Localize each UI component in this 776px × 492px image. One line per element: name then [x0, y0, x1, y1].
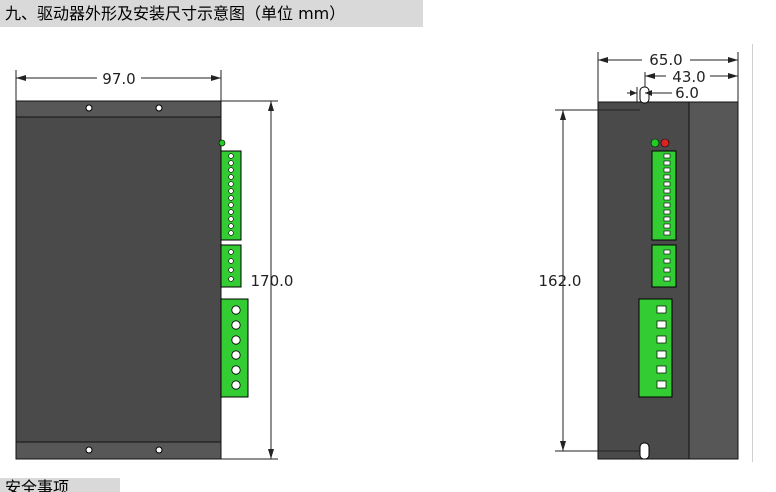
front-width-label: 97.0	[102, 70, 135, 88]
alarm-led	[660, 138, 670, 148]
power-led	[650, 138, 660, 148]
encoder-connector	[220, 244, 242, 288]
table-border	[752, 44, 753, 462]
side-view: 65.0 43.0 6.0 162.0	[539, 51, 739, 460]
front-top-plate	[15, 100, 222, 118]
connector-pins	[228, 249, 234, 282]
mounting-hole	[155, 104, 163, 112]
side-offset-b-label: 6.0	[675, 84, 699, 102]
mounting-hole	[85, 446, 93, 454]
side-width-label: 65.0	[649, 51, 682, 69]
side-height-dimension	[555, 109, 640, 452]
height-dimension	[221, 100, 278, 460]
mounting-slot	[639, 86, 650, 104]
side-offset-a-label: 43.0	[672, 68, 705, 86]
next-section-heading: 安全事项	[0, 478, 120, 492]
front-height-label: 170.0	[251, 272, 294, 290]
mounting-hole	[85, 104, 93, 112]
mounting-hole	[155, 446, 163, 454]
status-led	[218, 139, 226, 147]
connector-pins	[663, 249, 671, 282]
side-heatsink	[688, 101, 739, 460]
connector-pins	[663, 153, 671, 236]
connector-pins	[228, 153, 234, 236]
front-bottom-plate	[15, 441, 222, 460]
front-view: 97.0 170.0	[15, 70, 294, 460]
front-body	[15, 100, 222, 460]
terminal-screws	[231, 305, 241, 390]
section-heading: 九、驱动器外形及安装尺寸示意图（单位 mm）	[0, 0, 423, 27]
terminal-screws	[656, 305, 667, 389]
side-height-label: 162.0	[539, 272, 582, 290]
side-power-connector	[638, 298, 673, 398]
mounting-slot	[639, 442, 650, 460]
